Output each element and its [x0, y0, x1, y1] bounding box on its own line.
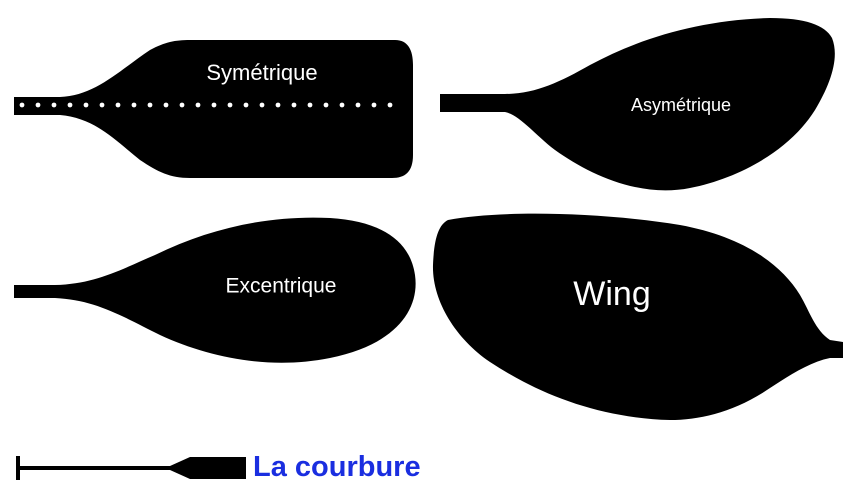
symmetric-axis-dots: [19, 102, 393, 108]
eccentric-blade: Excentrique: [14, 217, 416, 363]
wing-label: Wing: [573, 275, 650, 313]
wing-blade: Wing: [432, 213, 843, 420]
asymmetric-blade-shape: [440, 18, 835, 191]
wing-blade-shape: [432, 213, 843, 420]
eccentric-label: Excentrique: [226, 275, 337, 298]
symmetric-label: Symétrique: [206, 60, 317, 85]
curvature-caption: La courbure: [253, 451, 421, 483]
paddle-side-icon: [16, 456, 246, 480]
asymmetric-label: Asymétrique: [631, 95, 731, 115]
symmetric-blade: Symétrique: [14, 40, 413, 178]
eccentric-blade-shape: [14, 217, 416, 363]
symmetric-blade-shape: [14, 40, 413, 178]
asymmetric-blade: Asymétrique: [440, 18, 835, 191]
